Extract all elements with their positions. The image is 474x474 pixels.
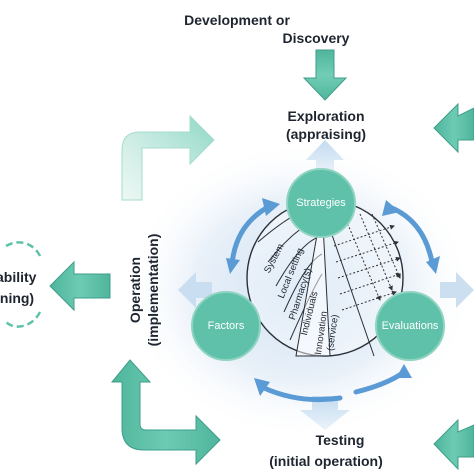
right-bottom-arrow [433, 418, 474, 471]
sustainability-loop [5, 241, 42, 328]
innovation-wedge [295, 205, 331, 357]
factors-label: Factors [207, 320, 245, 332]
factors-node [191, 291, 261, 361]
strategies-node [286, 168, 356, 238]
sustaining-label: ining) [0, 290, 35, 306]
exploration-label: Exploration [287, 108, 365, 124]
development-arrow [302, 49, 348, 101]
testing-to-operation-arrow [110, 359, 221, 466]
discovery-label: Discovery [282, 30, 350, 46]
initial-operation-label: (initial operation) [269, 453, 383, 469]
background-glow [125, 140, 474, 440]
development-label: Development or [184, 12, 290, 28]
strategies-label: Strategies [296, 197, 346, 209]
testing-label: Testing [315, 432, 365, 448]
cycle-arrowheads [226, 198, 440, 396]
interaction-arrows [333, 213, 401, 311]
up-pale-arrow [306, 140, 344, 172]
right-top-arrow [433, 102, 474, 154]
operation-label: Operation [127, 256, 143, 324]
operation-to-exploration-arrow [121, 114, 215, 201]
left-pale-arrow [178, 272, 212, 308]
evaluations-node [375, 291, 445, 361]
implementation-label: (implementation) [145, 233, 161, 347]
right-pale-arrow [440, 272, 474, 308]
down-pale-arrow [300, 396, 350, 430]
evaluations-label: Evaluations [381, 320, 439, 332]
sustainability-label: ability [0, 269, 37, 285]
sustainability-arrow [49, 260, 111, 312]
appraising-label: (appraising) [285, 126, 367, 142]
